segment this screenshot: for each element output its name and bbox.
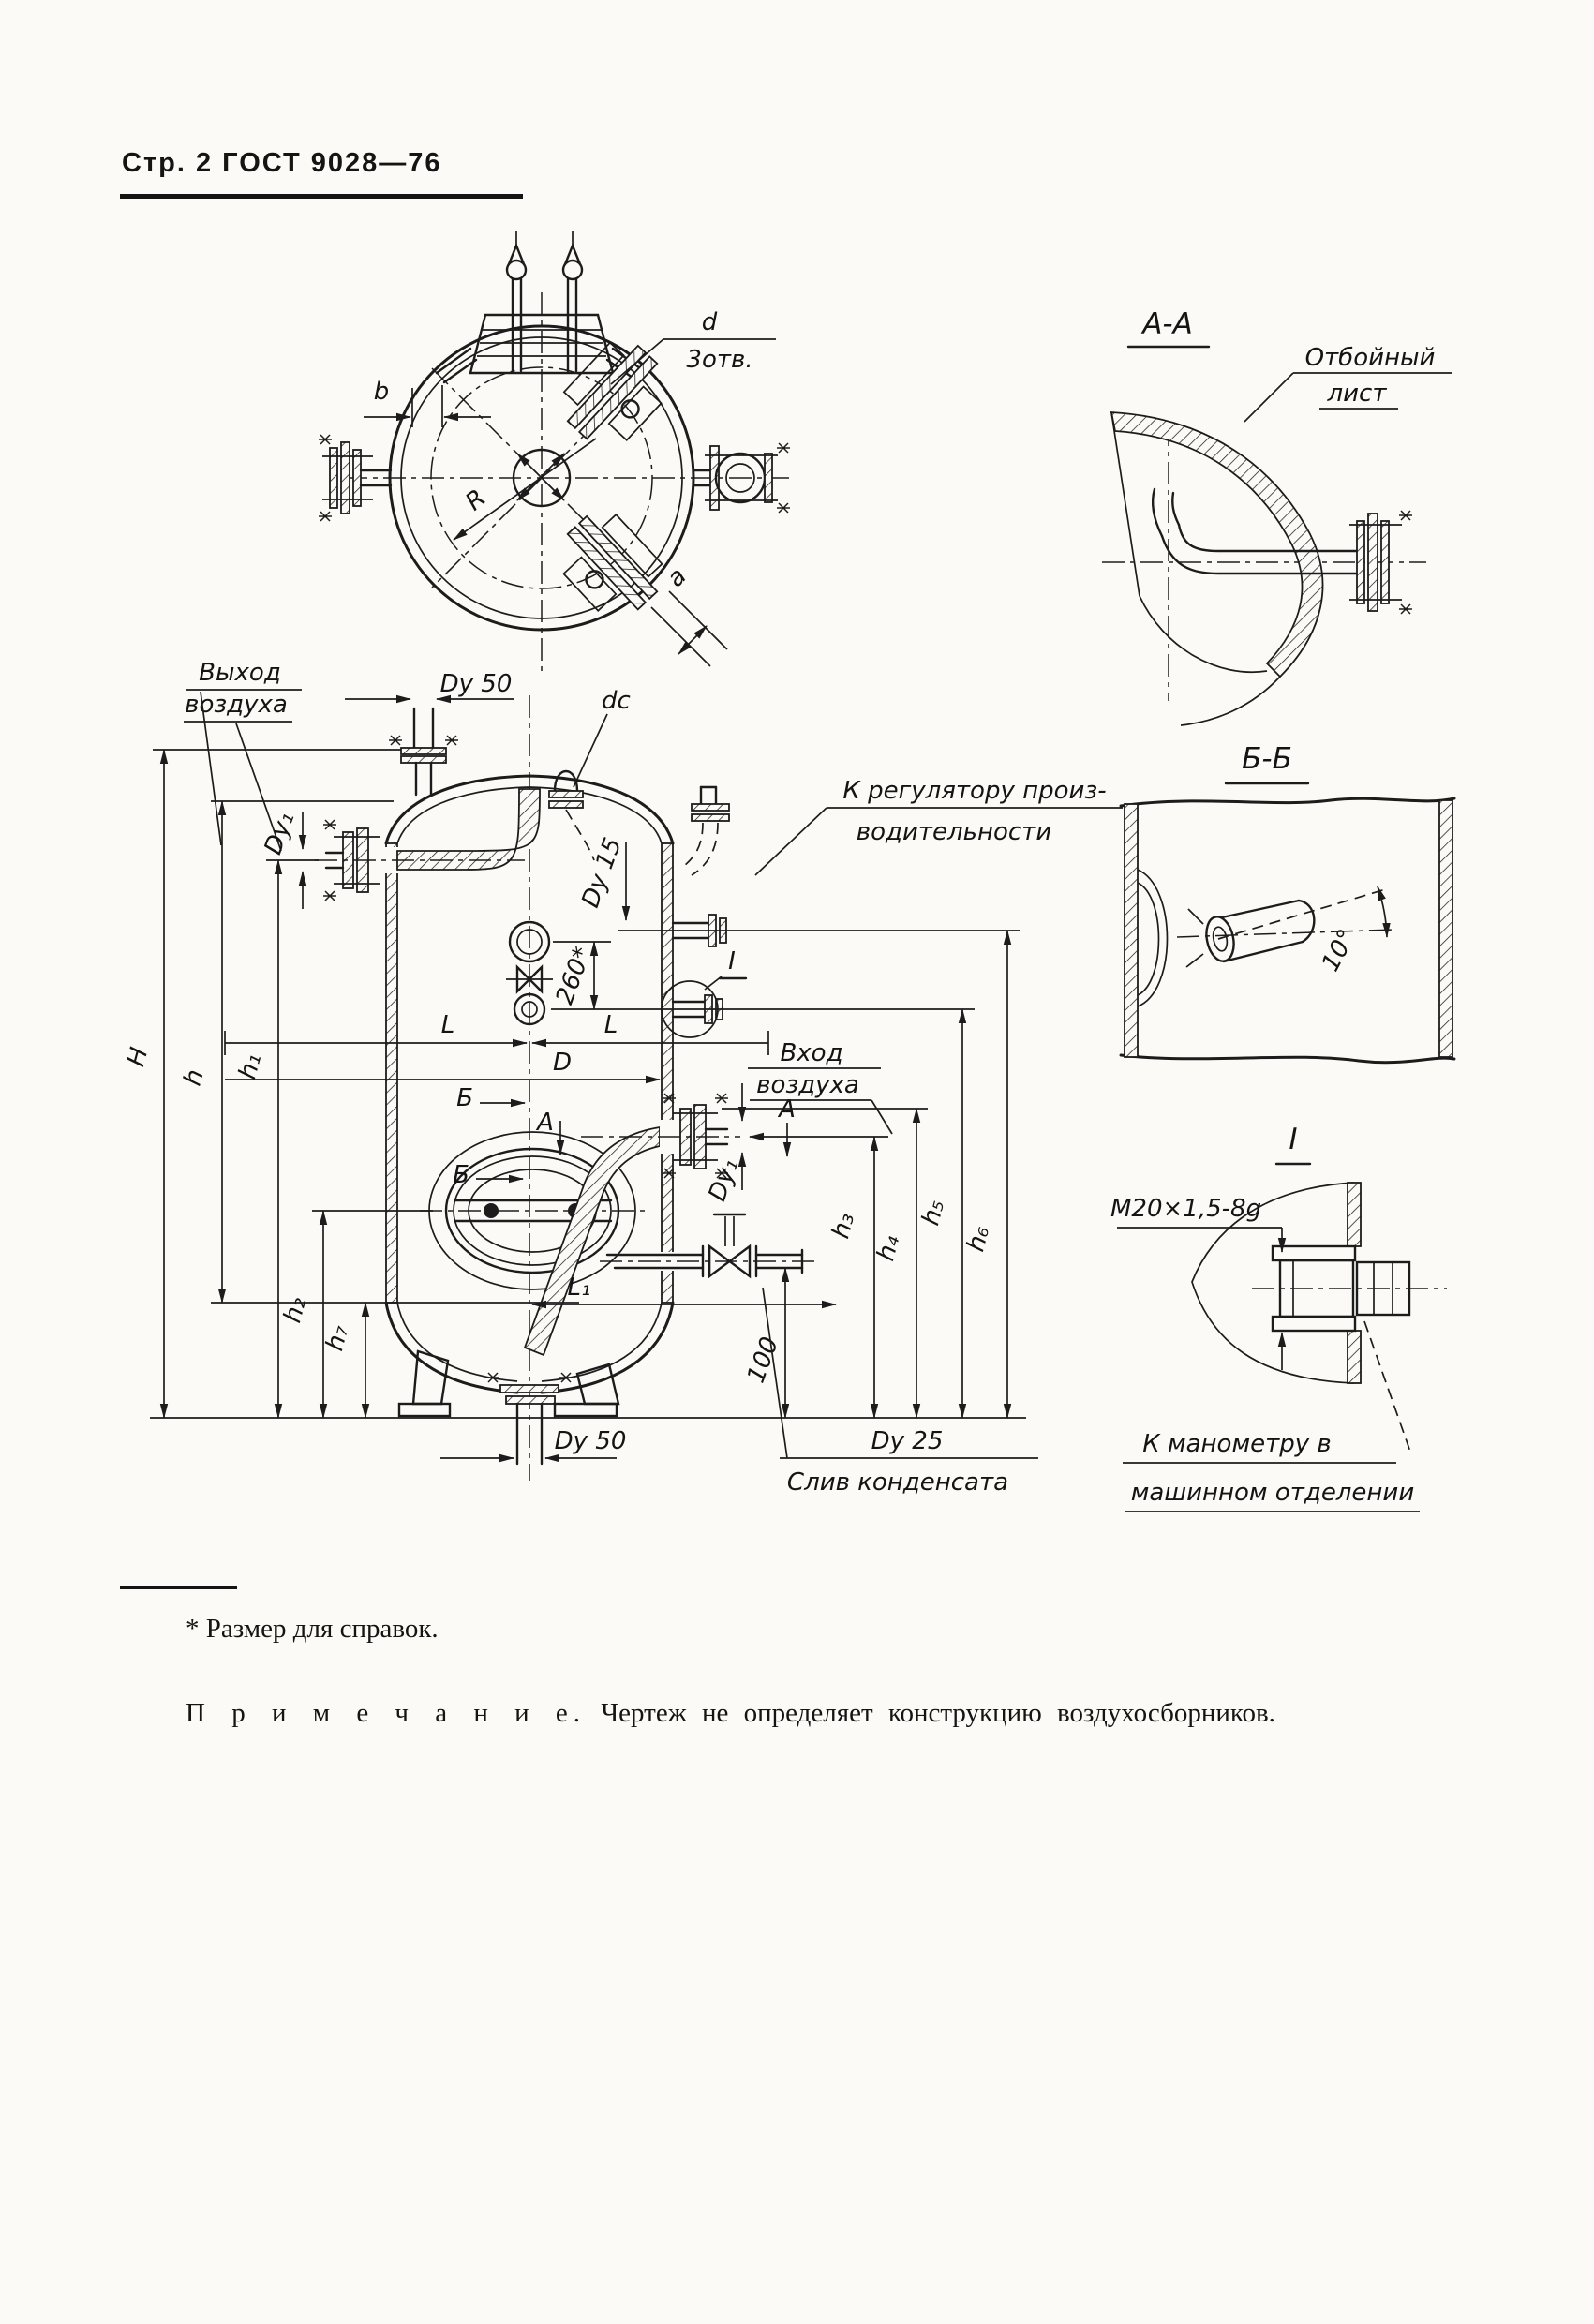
dim-260-label: 260*	[551, 944, 598, 1008]
gauge-fitting	[1271, 1244, 1411, 1333]
dc-fitting	[548, 770, 595, 861]
dim-H-label: H	[122, 1045, 154, 1070]
dim-h5-label: h₅	[916, 1197, 950, 1229]
dim-h6-label: h₆	[961, 1223, 995, 1255]
dn25-label: Dу 25	[871, 1427, 944, 1455]
cut-B-bottom-label: Б	[453, 1161, 469, 1189]
dim-h7-label: h₇	[320, 1321, 354, 1353]
drain-line	[600, 1213, 817, 1279]
detail-i-view: I М20×1,5-8g К манометру в	[1110, 1123, 1447, 1512]
bb-tube	[1185, 899, 1316, 968]
page-header: Стр. 2 ГОСТ 9028—76	[122, 148, 442, 178]
drain-label: Слив конденсата	[787, 1468, 1008, 1497]
front-view-drawing: Dу 50 dс К регулятору произ-	[122, 659, 1123, 1497]
top-nozzle	[388, 707, 459, 797]
dim-L-right-label: L	[604, 1011, 618, 1039]
section-bb-title: Б-Б	[1242, 742, 1292, 776]
manometer-line2: машинном отделении	[1131, 1479, 1414, 1507]
deflector-line1: Отбойный	[1305, 344, 1436, 372]
note-body: Чертеж не определяет конструкцию воздухо…	[601, 1698, 1275, 1728]
bottom-head-right	[540, 1301, 675, 1394]
air-outlet-line1: Выход	[199, 659, 281, 687]
note-text: П р и м е ч а н и е. Чертеж не определяе…	[186, 1698, 1394, 1729]
regulator-note: К регулятору произ- водительности	[754, 777, 1123, 876]
thread-label: М20×1,5-8g	[1110, 1195, 1261, 1223]
air-outlet-note: Выход воздуха	[184, 659, 302, 852]
cut-A-right-label: А	[777, 1095, 796, 1124]
detail-i-title: I	[1289, 1123, 1297, 1156]
detail-ref-label: I	[728, 947, 736, 976]
dn50-bottom-label: Dу 50	[555, 1427, 627, 1455]
header-rule	[120, 194, 523, 199]
dim-b-label: b	[374, 378, 390, 406]
note-label: П р и м е ч а н и е.	[186, 1698, 587, 1728]
section-bb-view: Б-Б 10°	[1119, 742, 1456, 1065]
dim-L1-label: L₁	[568, 1274, 591, 1302]
dn1-outlet-label: Dу₁	[260, 809, 301, 858]
air-inlet-line1: Вход	[780, 1039, 842, 1067]
section-aa-title: А-А	[1140, 307, 1193, 341]
internal-pipe	[523, 1125, 661, 1357]
plan-lower-right-fitting	[562, 513, 663, 612]
right-dimensions: h₃ h₄ h₅ h₆	[827, 930, 1012, 1419]
manometer-line1: К манометру в	[1142, 1430, 1331, 1458]
dim-D-label: D	[553, 1049, 572, 1077]
cut-A-left-label: А	[535, 1109, 554, 1137]
dim-R: R	[453, 438, 597, 541]
gauge-valve-assembly	[506, 920, 553, 1026]
dim-L-left-label: L	[441, 1011, 455, 1039]
plan-right-flange	[692, 442, 791, 514]
internal-outlet-pipe	[396, 788, 541, 871]
left-dimensions: H h h₁ h₂ h₇	[122, 749, 370, 1419]
air-outlet-nozzle	[322, 819, 399, 901]
regulator-fitting	[683, 785, 730, 876]
dim-h3-label: h₃	[827, 1210, 860, 1242]
footnote-rule	[120, 1586, 237, 1589]
dim-d-label: d	[702, 308, 718, 336]
dn50-top-label: Dу 50	[440, 670, 513, 698]
support-legs	[397, 1349, 620, 1418]
air-outlet-line2: воздуха	[185, 691, 288, 719]
aa-flange	[1349, 510, 1413, 615]
manometer-note: К манометру в машинном отделении	[1123, 1430, 1420, 1512]
deflector-line2: лист	[1327, 380, 1388, 408]
note-d-3otv: d 3отв.	[610, 308, 776, 385]
dim-h4-label: h₄	[871, 1231, 905, 1263]
air-inlet-note: Вход воздуха	[748, 1039, 893, 1135]
dim-h-label: h	[179, 1066, 210, 1089]
dim-h1-label: h₁	[233, 1050, 267, 1082]
radius-label: R	[460, 484, 491, 517]
regulator-line1: К регулятору произ-	[842, 777, 1106, 805]
cut-B-top-label: Б	[456, 1084, 473, 1112]
dim-100-label: 100	[742, 1333, 784, 1387]
top-head	[384, 774, 675, 845]
deflector-note: Отбойный лист	[1244, 344, 1452, 423]
dn1-inlet-label: Dу₁	[704, 1155, 745, 1205]
bottom-head-left	[384, 1301, 519, 1394]
plan-upper-right-fitting	[562, 341, 663, 441]
dim-b: b	[364, 378, 491, 427]
drain-note: Dу 25 Слив конденсата	[762, 1287, 1038, 1497]
plan-left-flange	[318, 434, 393, 522]
bottom-nozzle	[485, 1372, 574, 1466]
top-view-drawing: b d 3отв. R a	[318, 231, 791, 675]
dc-label: dс	[602, 687, 631, 715]
right-wall	[661, 842, 674, 1304]
dn15-label: Dу 15	[576, 834, 627, 911]
section-aa-view: А-А Отбойный лист	[1102, 307, 1452, 726]
dim-a: a	[650, 562, 728, 667]
left-wall	[385, 842, 398, 1304]
dim-h2-label: h₂	[278, 1294, 312, 1326]
regulator-line2: водительности	[857, 818, 1051, 846]
footnote-text: * Размер для справок.	[186, 1614, 439, 1644]
holes-label: 3отв.	[686, 346, 752, 374]
air-inlet-line2: воздуха	[756, 1071, 859, 1099]
